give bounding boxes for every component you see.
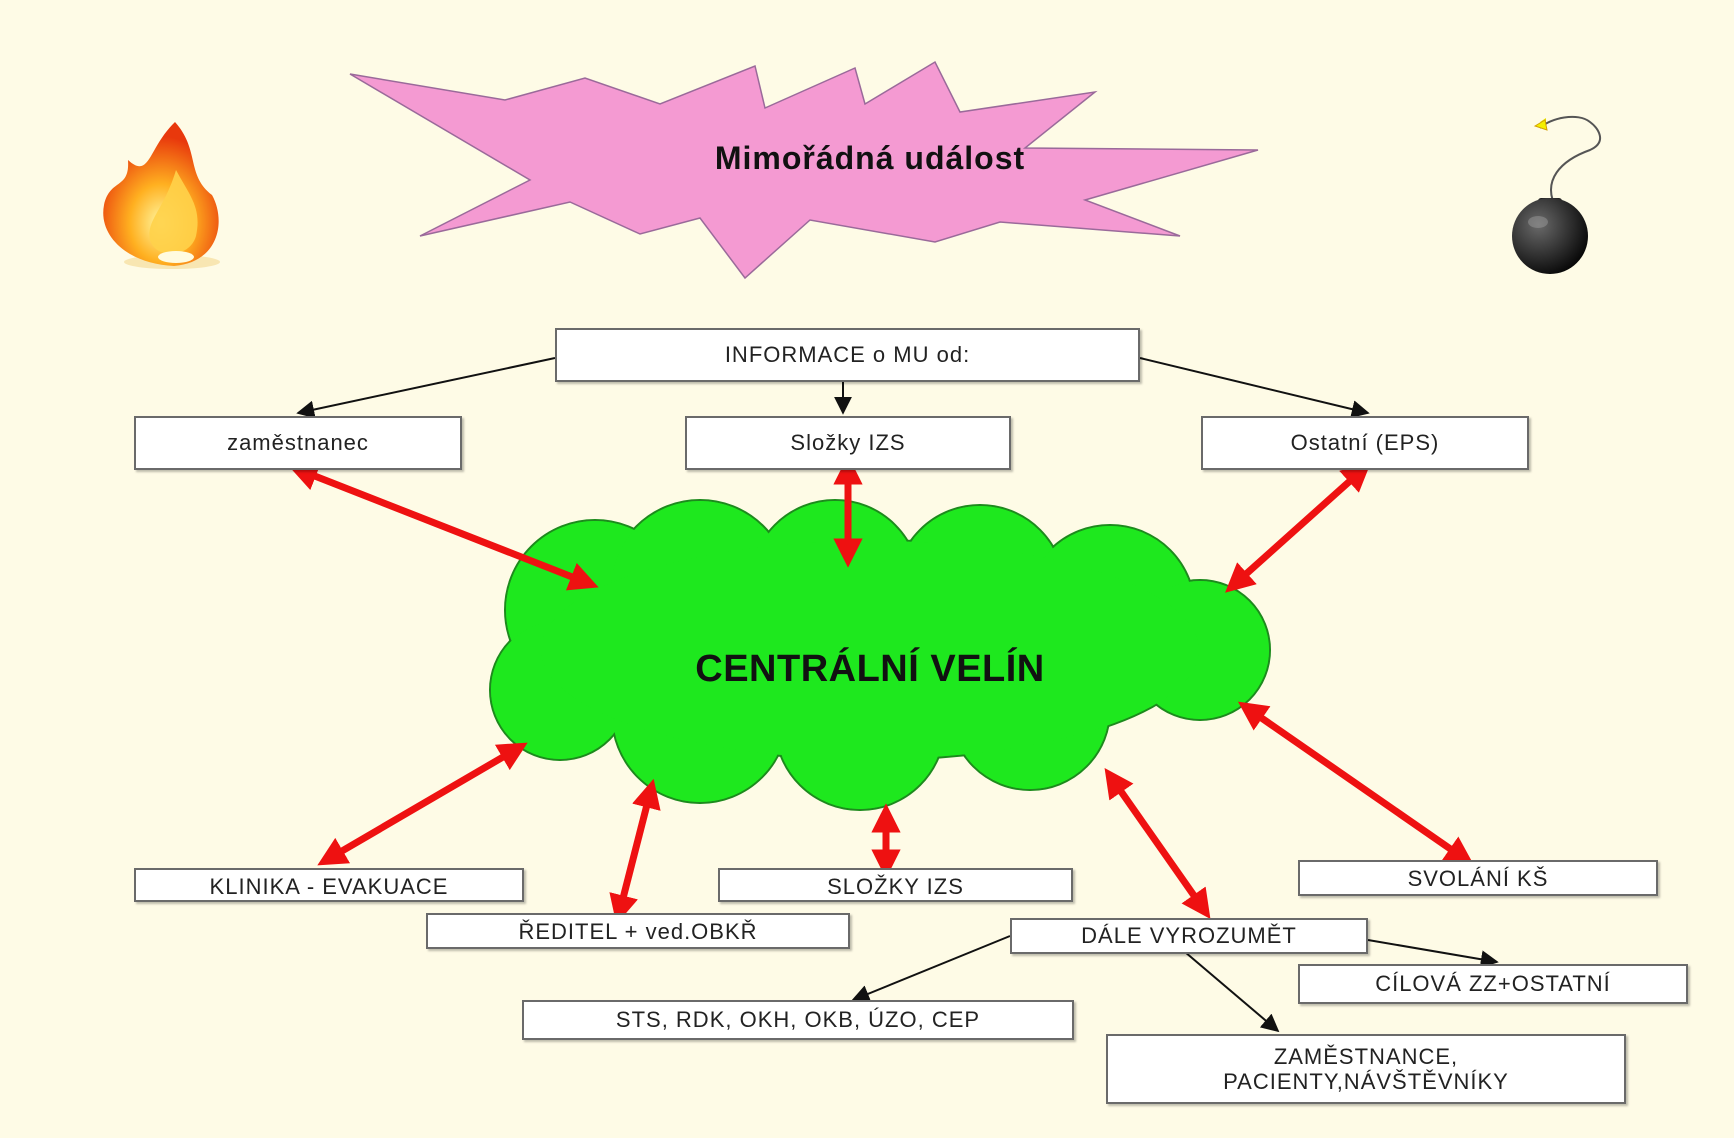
source-slozky-izs-label: Složky IZS xyxy=(790,430,906,456)
notify-zamestnance-line2: PACIENTY,NÁVŠTĚVNÍKY xyxy=(1223,1069,1509,1094)
red-arrow-dale xyxy=(1104,767,1211,920)
output-svolani: SVOLÁNÍ KŠ xyxy=(1298,860,1658,896)
notify-sts-label: STS, RDK, OKH, OKB, ÚZO, CEP xyxy=(615,1007,981,1033)
output-svolani-label: SVOLÁNÍ KŠ xyxy=(1407,866,1549,891)
arrow-to-ostatni xyxy=(1139,357,1370,418)
notify-cilova-label: CÍLOVÁ ZZ+OSTATNÍ xyxy=(1375,971,1611,997)
red-arrow-reditel xyxy=(609,778,661,925)
arrow-to-cilova xyxy=(1367,939,1499,969)
red-arrow-svolani xyxy=(1237,701,1475,866)
output-slozky-label: SLOŽKY IZS xyxy=(827,874,964,899)
fire-icon xyxy=(103,122,220,269)
source-ostatni-label: Ostatní (EPS) xyxy=(1290,430,1440,456)
output-dale: DÁLE VYROZUMĚT xyxy=(1010,918,1368,954)
event-starburst xyxy=(349,60,1259,280)
center-label: CENTRÁLNÍ VELÍN xyxy=(695,648,1045,690)
info-box-label: INFORMACE o MU od: xyxy=(724,342,971,368)
arrow-to-sts xyxy=(851,935,1011,1003)
output-klinika-label: KLINIKA - EVAKUACE xyxy=(209,874,449,899)
arrow-to-zamestnanec xyxy=(296,357,556,419)
arrow-to-zamestnance xyxy=(1184,951,1280,1033)
source-slozky-izs: Složky IZS xyxy=(685,416,1011,470)
source-zamestnanec-label: zaměstnanec xyxy=(227,430,369,456)
bomb-icon xyxy=(1512,115,1602,274)
output-reditel: ŘEDITEL + ved.OBKŘ xyxy=(426,913,850,949)
red-arrow-klinika xyxy=(317,742,528,866)
red-arrow-zamestnanec xyxy=(288,462,599,591)
output-slozky: SLOŽKY IZS xyxy=(718,868,1073,902)
notify-cilova: CÍLOVÁ ZZ+OSTATNÍ xyxy=(1298,964,1688,1004)
notify-zamestnance-line1: ZAMĚSTNANCE, xyxy=(1273,1043,1459,1069)
info-box: INFORMACE o MU od: xyxy=(555,328,1140,382)
output-reditel-label: ŘEDITEL + ved.OBKŘ xyxy=(518,919,758,944)
red-arrow-ostatni xyxy=(1225,462,1371,593)
source-zamestnanec: zaměstnanec xyxy=(134,416,462,470)
source-ostatni: Ostatní (EPS) xyxy=(1201,416,1529,470)
notify-zamestnance: ZAMĚSTNANCE, PACIENTY,NÁVŠTĚVNÍKY xyxy=(1106,1034,1626,1104)
output-klinika: KLINIKA - EVAKUACE xyxy=(134,868,524,902)
notify-sts: STS, RDK, OKH, OKB, ÚZO, CEP xyxy=(522,1000,1074,1040)
event-label: Mimořádná událost xyxy=(714,140,1026,176)
central-cloud xyxy=(489,499,1271,811)
output-dale-label: DÁLE VYROZUMĚT xyxy=(1081,923,1297,949)
